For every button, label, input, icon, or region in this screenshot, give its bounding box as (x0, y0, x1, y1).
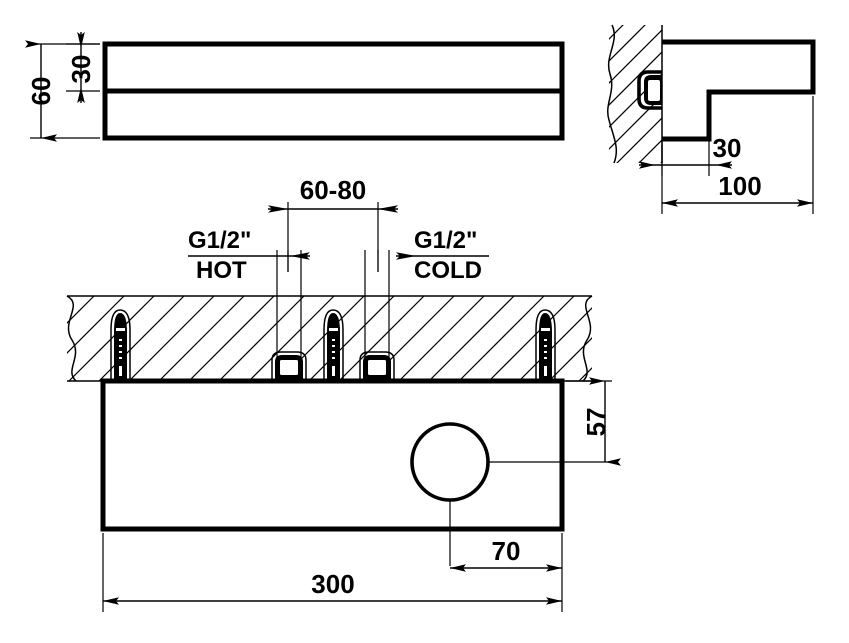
wall-anchor-left (110, 309, 131, 381)
cold-callout-arrow (396, 252, 416, 260)
dim-arrow-30-top-lower (77, 87, 85, 103)
dim-arrow-60-80-left (268, 205, 288, 213)
dimension-value-300: 300 (311, 569, 354, 599)
cold-inlet-fitting (359, 351, 395, 381)
hot-label: HOT (196, 257, 247, 284)
dimension-60-80-group: 60-80 (268, 175, 398, 272)
callout-cold-group: G1/2" COLD (287, 227, 489, 360)
dim-arrow-30-side-left (639, 161, 655, 169)
dim-arrow-30-top-upper (77, 32, 85, 48)
dimension-value-30-top: 30 (66, 55, 96, 84)
dimension-value-30-side: 30 (713, 133, 742, 163)
anchor-right-slot-top (541, 328, 550, 331)
callout-hot-group: G1/2" HOT (188, 227, 310, 360)
side-spout-profile (662, 39, 816, 142)
top-view-group (102, 41, 565, 141)
hot-inlet-fitting (271, 351, 307, 381)
front-wall-break-left (66, 295, 77, 382)
side-inlet-fitting-outer (637, 70, 662, 110)
anchor-right-slot-bottom (544, 366, 547, 376)
anchor-right-threads (544, 339, 547, 359)
dim-arrow-60-80-right (378, 205, 398, 213)
dimension-value-60: 60 (26, 77, 56, 106)
anchor-right-sleeve (535, 309, 556, 381)
dimension-30-top-group: 30 (66, 32, 100, 103)
outlet-circle (410, 422, 490, 502)
anchor-center-threads (332, 339, 335, 359)
dimension-57-group: 57 (566, 377, 621, 466)
anchor-left-slot-bottom (119, 366, 122, 376)
dimension-70-group: 70 (450, 533, 563, 580)
dimension-value-57: 57 (581, 408, 611, 437)
dimension-value-100: 100 (718, 171, 761, 201)
hot-thread-label: G1/2" (188, 227, 251, 254)
hot-callout-arrow (290, 252, 310, 260)
anchor-left-sleeve (110, 309, 131, 381)
front-body-outline (100, 378, 565, 532)
dimension-100-group: 100 (661, 96, 814, 214)
wall-anchor-right (535, 309, 556, 381)
hot-fitting-outline (271, 351, 307, 381)
anchor-left-threads (119, 339, 122, 359)
anchor-center-slot-bottom (332, 366, 335, 376)
front-wall-break-right (582, 295, 593, 382)
side-inlet-fitting-bore (648, 80, 660, 101)
side-view-group (607, 24, 816, 164)
cold-fitting-bore (368, 360, 386, 375)
dimension-value-60-80: 60-80 (300, 175, 367, 205)
dim-arrow-30-side-right (716, 161, 732, 169)
dimension-30-side-group: 30 (639, 92, 741, 176)
cold-label: COLD (414, 257, 482, 284)
dimension-300-group: 300 (102, 533, 563, 612)
side-wall-break-line-left (607, 24, 618, 164)
wall-anchor-center (323, 309, 344, 381)
cold-fitting-outline (359, 351, 395, 381)
front-body-group (100, 378, 612, 566)
anchor-center-sleeve (323, 309, 344, 381)
anchor-center-slot-top (329, 328, 338, 331)
anchor-left-slot-top (116, 328, 125, 331)
dimension-value-70: 70 (492, 536, 521, 566)
hot-fitting-bore (280, 360, 298, 375)
cold-thread-label: G1/2" (414, 227, 477, 254)
